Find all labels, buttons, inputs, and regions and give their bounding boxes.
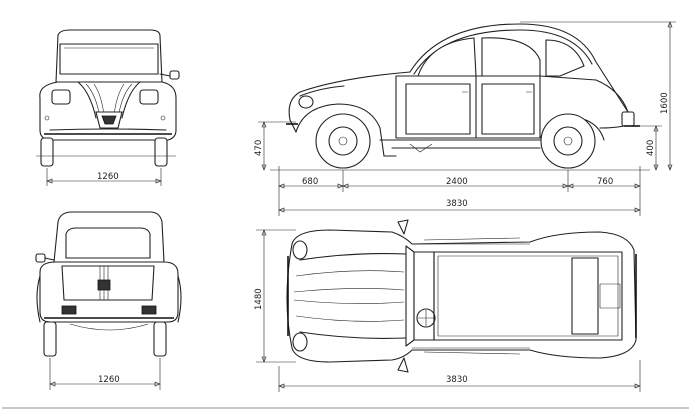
top-view-dimensions: 1480 3830: [254, 229, 641, 392]
height-dimensions: 470 400 1600: [254, 21, 676, 171]
side-length-dimensions: 680 2400 760 3830: [278, 166, 641, 216]
rear-overhang-label: 760: [597, 177, 613, 187]
wheelbase-label: 2400: [446, 177, 468, 187]
rear-track-label: 1260: [98, 375, 120, 385]
overall-width-label: 1480: [254, 288, 264, 310]
rear-view: [35, 211, 182, 357]
front-view: [36, 29, 180, 167]
front-bumper-height-label: 470: [254, 140, 264, 156]
side-overall-length-label: 3830: [446, 199, 468, 209]
top-view: [286, 219, 637, 373]
rear-track-dimension: 1260: [49, 358, 161, 390]
top-overall-length-label: 3830: [446, 375, 468, 385]
front-track-label: 1260: [97, 172, 119, 182]
rear-bumper-height-label: 400: [646, 140, 656, 156]
front-overhang-label: 680: [302, 177, 318, 187]
side-view: [270, 23, 650, 171]
front-track-dimension: 1260: [46, 168, 162, 186]
overall-height-label: 1600: [660, 92, 670, 114]
